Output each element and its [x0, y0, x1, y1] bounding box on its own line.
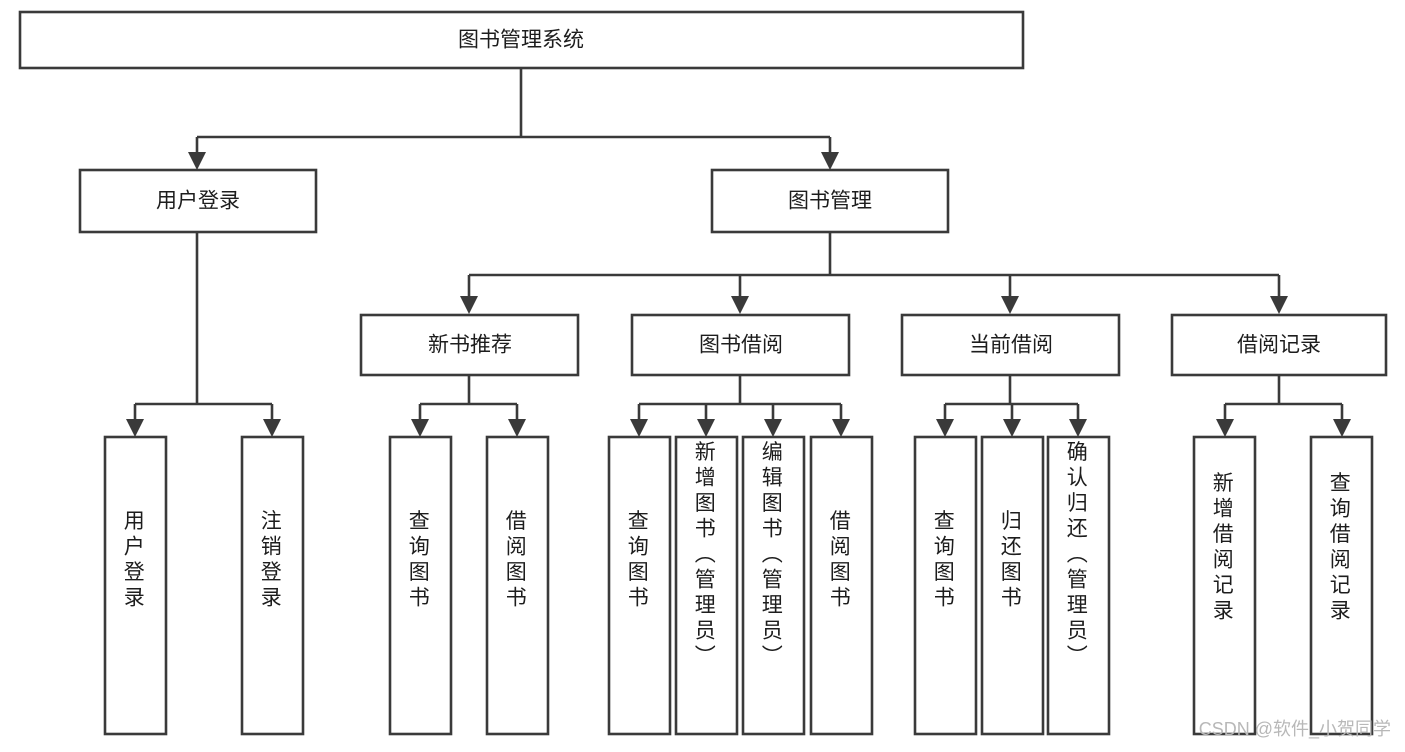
- node-borrow-record-box[interactable]: [1170, 313, 1388, 377]
- edge-group-user-login: [126, 232, 281, 437]
- arrowhead-current-borrow: [1001, 296, 1019, 314]
- node-current-borrow-label: 当前借阅: [969, 334, 1053, 357]
- node-book-management-box[interactable]: [710, 168, 950, 234]
- edge-group-book-management: [460, 232, 1288, 314]
- leaf-return-book[interactable]: 归还图书: [980, 435, 1045, 736]
- node-root-box[interactable]: [18, 10, 1025, 70]
- leaf-user-login[interactable]: 用户登录: [103, 435, 168, 736]
- arrowhead-leaf-query-book-1: [411, 419, 429, 437]
- csdn-watermark: CSDN @软件_小贺同学: [1198, 719, 1391, 739]
- arrowhead-leaf-return-book: [1003, 419, 1021, 437]
- leaf-query-record-label: 查询借阅记录: [1330, 472, 1353, 623]
- leaf-user-logout-label: 注销登录: [261, 510, 284, 610]
- leaf-edit-book-box[interactable]: [741, 435, 806, 736]
- leaf-user-logout[interactable]: 注销登录: [240, 435, 305, 736]
- leaf-query-book-3-label: 查询图书: [934, 510, 957, 610]
- node-book-borrow[interactable]: 图书借阅: [630, 313, 851, 377]
- leaf-add-book-box[interactable]: [674, 435, 739, 736]
- arrowhead-leaf-borrow-book-1: [508, 419, 526, 437]
- arrowhead-new-book-recommend: [460, 296, 478, 314]
- node-borrow-record[interactable]: 借阅记录: [1170, 313, 1388, 377]
- leaf-query-record-box[interactable]: [1309, 435, 1374, 736]
- arrowhead-leaf-query-book-3: [936, 419, 954, 437]
- node-current-borrow[interactable]: 当前借阅: [900, 313, 1121, 377]
- node-book-borrow-box[interactable]: [630, 313, 851, 377]
- node-new-book-recommend-box[interactable]: [359, 313, 580, 377]
- leaf-borrow-book-1-box[interactable]: [485, 435, 550, 736]
- leaf-confirm-return[interactable]: 确认归还︵管理员︶: [1046, 435, 1111, 736]
- leaf-confirm-return-label: 确认归还︵管理员︶: [1067, 441, 1090, 668]
- leaf-borrow-book-2[interactable]: 借阅图书: [809, 435, 874, 736]
- leaf-confirm-return-box[interactable]: [1046, 435, 1111, 736]
- leaf-query-book-1-label: 查询图书: [409, 510, 432, 610]
- node-borrow-record-label: 借阅记录: [1237, 334, 1321, 357]
- arrowhead-leaf-borrow-book-2: [832, 419, 850, 437]
- arrowhead-borrow-record: [1270, 296, 1288, 314]
- leaf-user-logout-box[interactable]: [240, 435, 305, 736]
- arrowhead-leaf-confirm-return: [1069, 419, 1087, 437]
- leaf-borrow-book-1-label: 借阅图书: [506, 510, 529, 610]
- arrowhead-leaf-user-logout: [263, 419, 281, 437]
- leaf-borrow-book-1[interactable]: 借阅图书: [485, 435, 550, 736]
- leaf-borrow-book-2-box[interactable]: [809, 435, 874, 736]
- leaf-query-book-2[interactable]: 查询图书: [607, 435, 672, 736]
- node-root[interactable]: 图书管理系统: [18, 10, 1025, 70]
- leaf-query-book-2-box[interactable]: [607, 435, 672, 736]
- node-new-book-recommend[interactable]: 新书推荐: [359, 313, 580, 377]
- node-book-management-label: 图书管理: [788, 190, 872, 213]
- edge-group-current-borrow: [936, 375, 1087, 437]
- arrowhead-book-management: [821, 152, 839, 170]
- node-new-book-recommend-label: 新书推荐: [428, 334, 512, 357]
- arrowhead-leaf-query-book-2: [630, 419, 648, 437]
- node-root-label: 图书管理系统: [458, 29, 584, 52]
- leaf-add-record-box[interactable]: [1192, 435, 1257, 736]
- leaf-query-book-3[interactable]: 查询图书: [913, 435, 978, 736]
- leaf-user-login-label: 用户登录: [124, 510, 147, 610]
- arrowhead-leaf-edit-book: [764, 419, 782, 437]
- leaf-return-book-label: 归还图书: [1001, 510, 1024, 610]
- leaf-query-record[interactable]: 查询借阅记录: [1309, 435, 1374, 736]
- edge-group-book-borrow: [630, 375, 850, 437]
- edge-group-root: [188, 68, 839, 170]
- arrowhead-book-borrow: [731, 296, 749, 314]
- leaf-query-book-1[interactable]: 查询图书: [388, 435, 453, 736]
- arrowhead-user-login: [188, 152, 206, 170]
- arrowhead-leaf-query-record: [1333, 419, 1351, 437]
- leaf-borrow-book-2-label: 借阅图书: [830, 510, 853, 610]
- arrowhead-leaf-user-login: [126, 419, 144, 437]
- node-book-borrow-label: 图书借阅: [699, 334, 783, 357]
- leaf-edit-book-label: 编辑图书︵管理员︶: [762, 441, 785, 668]
- node-current-borrow-box[interactable]: [900, 313, 1121, 377]
- node-user-login-box[interactable]: [78, 168, 318, 234]
- arrowhead-leaf-add-record: [1216, 419, 1234, 437]
- leaf-query-book-2-label: 查询图书: [628, 510, 651, 610]
- leaf-add-book-label: 新增图书︵管理员︶: [695, 441, 718, 668]
- leaf-add-record-label: 新增借阅记录: [1213, 472, 1236, 623]
- leaf-add-record[interactable]: 新增借阅记录: [1192, 435, 1257, 736]
- node-user-login-label: 用户登录: [156, 190, 240, 213]
- leaf-query-book-3-box[interactable]: [913, 435, 978, 736]
- leaf-add-book[interactable]: 新增图书︵管理员︶: [674, 435, 739, 736]
- leaf-query-book-1-box[interactable]: [388, 435, 453, 736]
- edge-group-borrow-record: [1216, 375, 1351, 437]
- leaf-return-book-box[interactable]: [980, 435, 1045, 736]
- node-book-management[interactable]: 图书管理: [710, 168, 950, 234]
- leaf-user-login-box[interactable]: [103, 435, 168, 736]
- leaf-edit-book[interactable]: 编辑图书︵管理员︶: [741, 435, 806, 736]
- node-user-login[interactable]: 用户登录: [78, 168, 318, 234]
- arrowhead-leaf-add-book: [697, 419, 715, 437]
- edge-group-new-book-recommend: [411, 375, 526, 437]
